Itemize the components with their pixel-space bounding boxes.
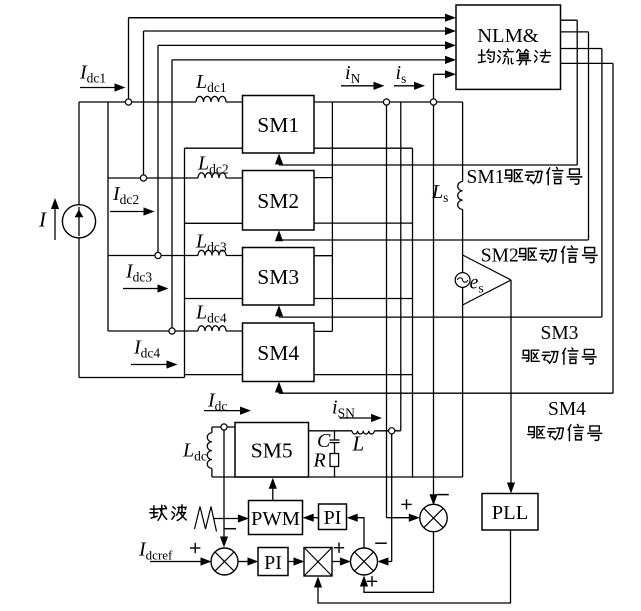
- svg-text:PI: PI: [264, 552, 282, 574]
- svg-text:I: I: [38, 208, 47, 232]
- svg-text:iSN: iSN: [332, 397, 355, 421]
- svg-text:SM3: SM3: [257, 265, 299, 289]
- svg-text:SM3: SM3: [541, 323, 579, 344]
- svg-text:Ldc2: Ldc2: [197, 153, 229, 177]
- svg-text:Ldc: Ldc: [182, 440, 207, 464]
- svg-text:Idc2: Idc2: [112, 183, 139, 207]
- svg-text:Ldc3: Ldc3: [195, 231, 227, 255]
- svg-text:Ldc1: Ldc1: [195, 71, 227, 95]
- svg-text:PWM: PWM: [251, 508, 300, 530]
- svg-text:NLM&: NLM&: [477, 25, 539, 47]
- svg-text:SM4: SM4: [548, 399, 586, 420]
- svg-text:es: es: [470, 272, 484, 296]
- svg-text:SM5: SM5: [251, 438, 293, 462]
- svg-text:SM1: SM1: [257, 113, 299, 137]
- svg-text:Idc3: Idc3: [125, 261, 152, 285]
- svg-text:Ls: Ls: [431, 181, 448, 205]
- svg-text:Idc4: Idc4: [133, 337, 160, 361]
- svg-text:R: R: [313, 450, 326, 472]
- svg-text:PI: PI: [324, 507, 342, 529]
- svg-text:Idc: Idc: [207, 390, 227, 414]
- svg-text:L: L: [352, 432, 365, 456]
- svg-text:SM2: SM2: [257, 189, 299, 213]
- svg-text:SM2: SM2: [481, 246, 519, 267]
- svg-text:PLL: PLL: [492, 502, 528, 524]
- svg-text:Ldc4: Ldc4: [195, 302, 227, 326]
- svg-text:SM1: SM1: [467, 167, 505, 188]
- svg-text:SM4: SM4: [257, 341, 299, 365]
- svg-text:is: is: [396, 62, 407, 86]
- svg-text:Idc1: Idc1: [79, 62, 106, 86]
- svg-text:Idcref: Idcref: [138, 539, 173, 563]
- svg-text:C: C: [317, 430, 331, 452]
- svg-text:iN: iN: [345, 62, 361, 86]
